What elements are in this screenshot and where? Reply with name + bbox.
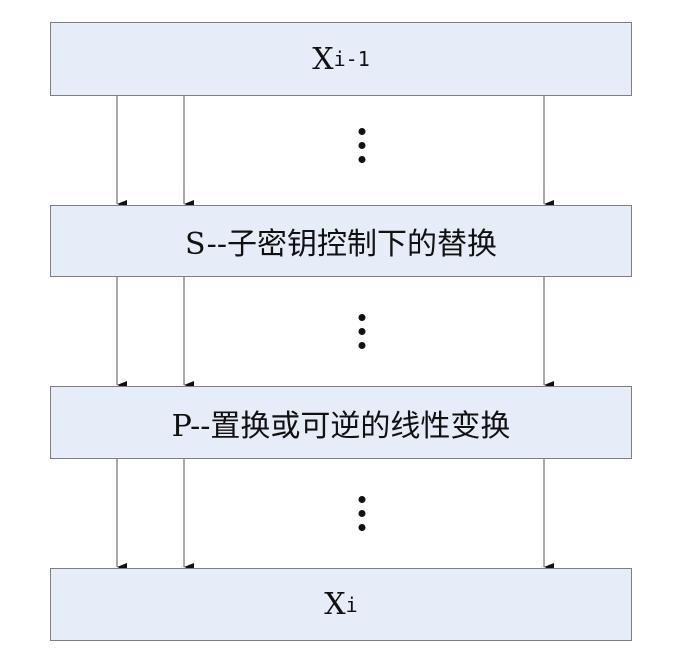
ellipsis-dot bbox=[358, 510, 366, 517]
ellipsis-dot bbox=[358, 314, 366, 321]
output-label: X bbox=[324, 587, 346, 622]
input-subscript: i-1 bbox=[333, 47, 370, 71]
s-layer-label: S--子密钥控制下的替换 bbox=[185, 227, 497, 262]
s-box-layer: S--子密钥控制下的替换 bbox=[50, 205, 632, 277]
ellipsis-dot bbox=[358, 328, 366, 335]
ellipsis-dot bbox=[358, 156, 366, 163]
p-box-layer: P--置换或可逆的线性变换 bbox=[50, 386, 632, 459]
ellipsis-dot bbox=[358, 524, 366, 531]
input-label: X bbox=[312, 41, 334, 77]
ellipsis-dot bbox=[358, 142, 366, 149]
p-layer-label: P--置换或可逆的线性变换 bbox=[171, 408, 511, 444]
ellipsis-dot bbox=[358, 496, 366, 503]
ellipsis-dot bbox=[358, 128, 366, 135]
output-subscript: i bbox=[345, 592, 358, 617]
ellipsis-dot bbox=[358, 342, 366, 349]
